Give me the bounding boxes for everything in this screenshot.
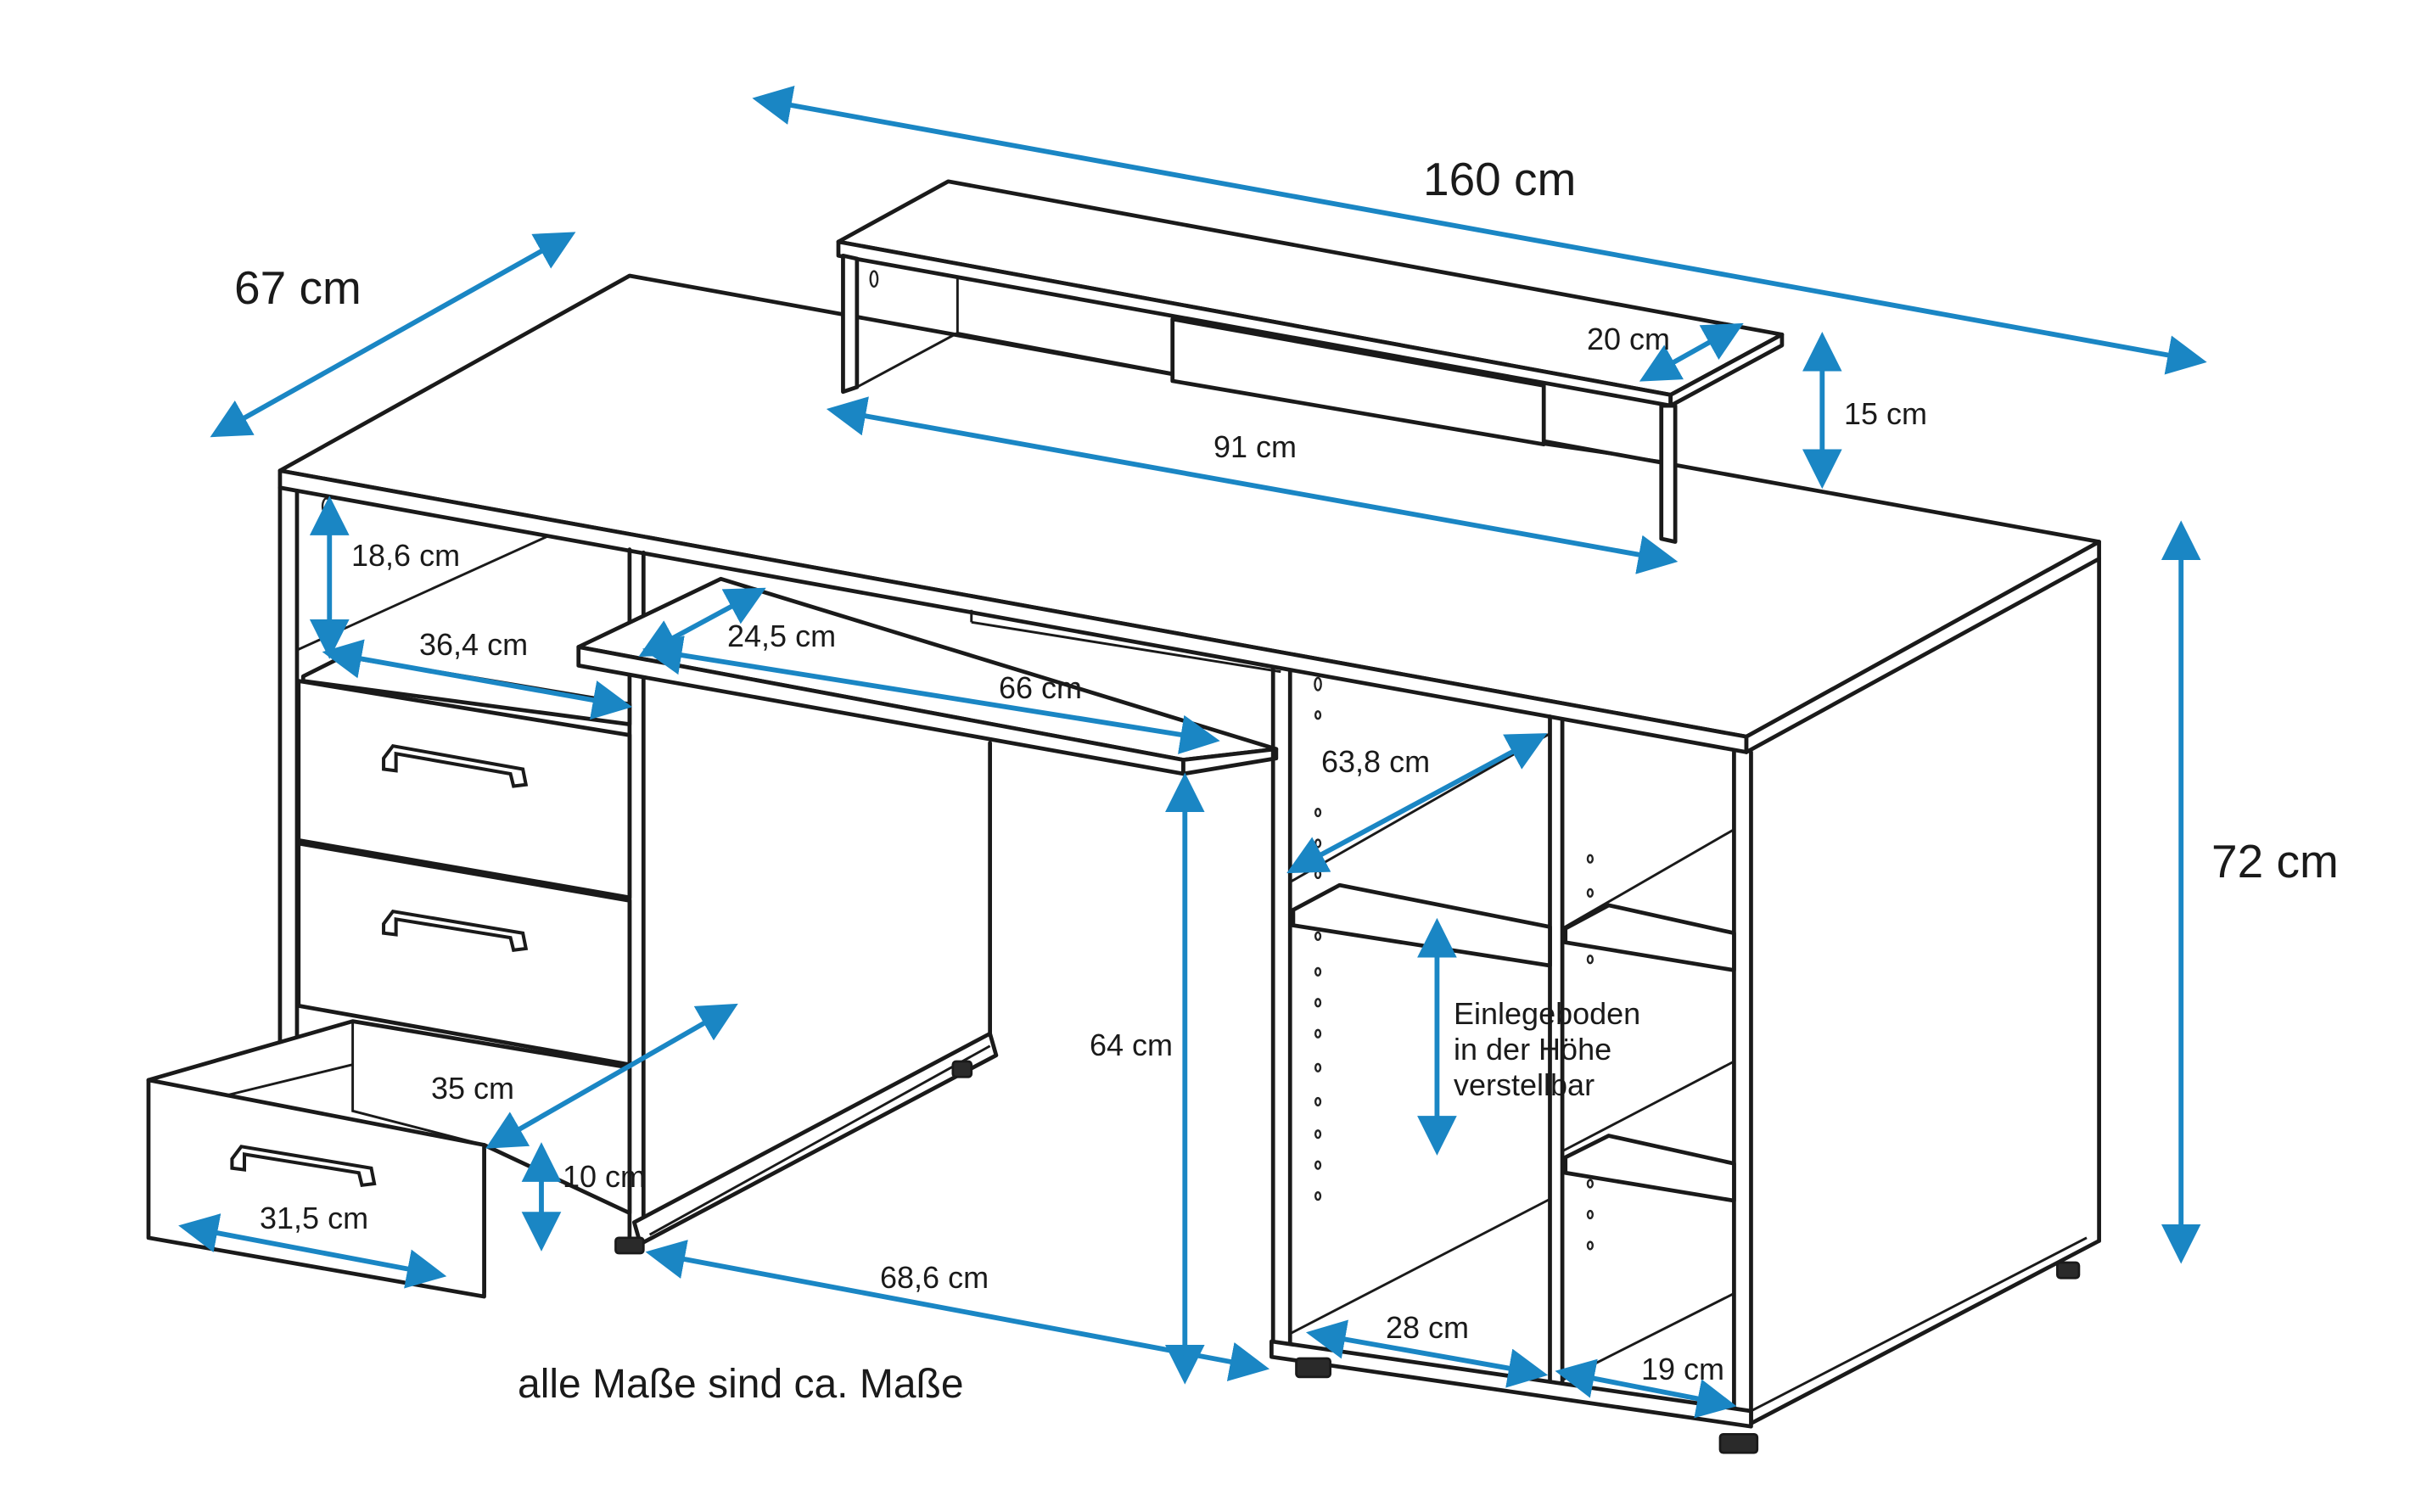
dimension-arrows: [178, 86, 2207, 1419]
note-line-1: Einlegeboden: [1454, 996, 1641, 1031]
footer-note: alle Maße sind ca. Maße: [518, 1362, 964, 1407]
label-19cm: 19 cm: [1641, 1352, 1725, 1386]
monitor-shelf-right-leg: [1659, 403, 1678, 544]
arrow-66cm: [642, 636, 1220, 754]
arrow-20cm: [1639, 322, 1744, 382]
foot-1: [614, 1236, 645, 1255]
adjustable-shelf-left: [1291, 882, 1552, 968]
note-line-2: in der Höhe: [1454, 1032, 1612, 1067]
arrow-68-6cm: [645, 1240, 1270, 1381]
note-line-3: verstellbar: [1454, 1067, 1595, 1102]
adjustable-shelf-note: Einlegeboden in der Höhe verstellbar: [1454, 996, 1640, 1103]
foot-2: [1295, 1357, 1332, 1379]
foot-4: [2056, 1261, 2081, 1280]
label-63-8cm: 63,8 cm: [1321, 744, 1431, 779]
shelf-right-lower: [1563, 1134, 1736, 1203]
label-15cm: 15 cm: [1844, 396, 1928, 431]
label-160cm: 160 cm: [1423, 153, 1577, 205]
label-67cm: 67 cm: [234, 261, 362, 314]
foot-5: [951, 1060, 973, 1078]
arrow-91cm: [826, 396, 1679, 574]
label-36-4cm: 36,4 cm: [419, 627, 529, 662]
drawer-handle-3: [230, 1145, 377, 1188]
label-24-5cm: 24,5 cm: [727, 619, 837, 653]
shelf-right-upper: [1563, 903, 1736, 972]
arrow-28cm: [1305, 1319, 1549, 1388]
label-68-6cm: 68,6 cm: [880, 1260, 989, 1295]
arrow-160cm: [752, 86, 2207, 375]
drawer-handle-1: [382, 743, 529, 788]
monitor-shelf-left-leg: [841, 253, 860, 395]
drawer-handle-2: [382, 910, 529, 952]
arrow-35cm: [485, 1003, 738, 1149]
shelf-pin-holes-right: [1586, 854, 1594, 1251]
arrow-19cm: [1555, 1358, 1737, 1419]
label-28cm: 28 cm: [1386, 1310, 1470, 1345]
arrow-36-4cm: [322, 639, 633, 720]
label-18-6cm: 18,6 cm: [351, 538, 461, 573]
label-35cm: 35 cm: [431, 1071, 515, 1106]
label-20cm: 20 cm: [1587, 322, 1671, 356]
label-64cm: 64 cm: [1090, 1028, 1174, 1062]
foot-3: [1718, 1432, 1759, 1454]
label-10cm: 10 cm: [563, 1159, 647, 1194]
label-66cm: 66 cm: [999, 670, 1083, 705]
label-31-5cm: 31,5 cm: [260, 1201, 369, 1235]
arrow-63-8cm: [1286, 733, 1548, 874]
arrow-67cm: [210, 232, 576, 438]
shelf-pin-holes-left: [1314, 676, 1322, 1201]
arrow-31-5cm: [178, 1213, 447, 1289]
label-72cm: 72 cm: [2211, 835, 2339, 888]
label-91cm: 91 cm: [1213, 429, 1297, 464]
